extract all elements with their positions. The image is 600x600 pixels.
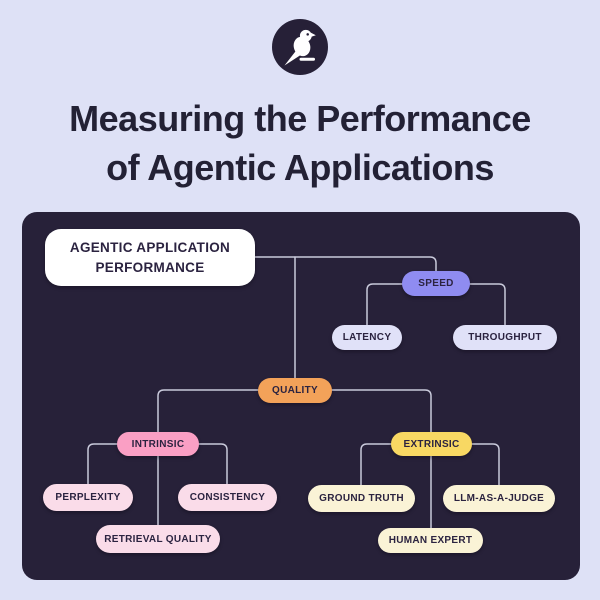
node-agentic-application-performance: AGENTIC APPLICATION PERFORMANCE: [45, 229, 255, 286]
canary-bird-icon: [284, 29, 316, 66]
logo-badge: [272, 19, 328, 75]
node-quality: QUALITY: [258, 378, 332, 403]
node-latency: LATENCY: [332, 325, 402, 350]
node-throughput: THROUGHPUT: [453, 325, 557, 350]
node-retrieval-quality: RETRIEVAL QUALITY: [96, 525, 220, 553]
node-human-expert: HUMAN EXPERT: [378, 528, 483, 553]
node-intrinsic: INTRINSIC: [117, 432, 199, 456]
node-consistency: CONSISTENCY: [178, 484, 277, 511]
node-ground-truth: GROUND TRUTH: [308, 485, 415, 512]
bird-eye: [306, 33, 309, 36]
node-speed: SPEED: [402, 271, 470, 296]
title-line-1: Measuring the Performance: [69, 98, 531, 139]
node-extrinsic: EXTRINSIC: [391, 432, 472, 456]
page-title: Measuring the Performance of Agentic App…: [0, 94, 600, 192]
node-perplexity: PERPLEXITY: [43, 484, 133, 511]
title-line-2: of Agentic Applications: [106, 147, 494, 188]
node-llm-as-a-judge: LLM-AS-A-JUDGE: [443, 485, 555, 512]
